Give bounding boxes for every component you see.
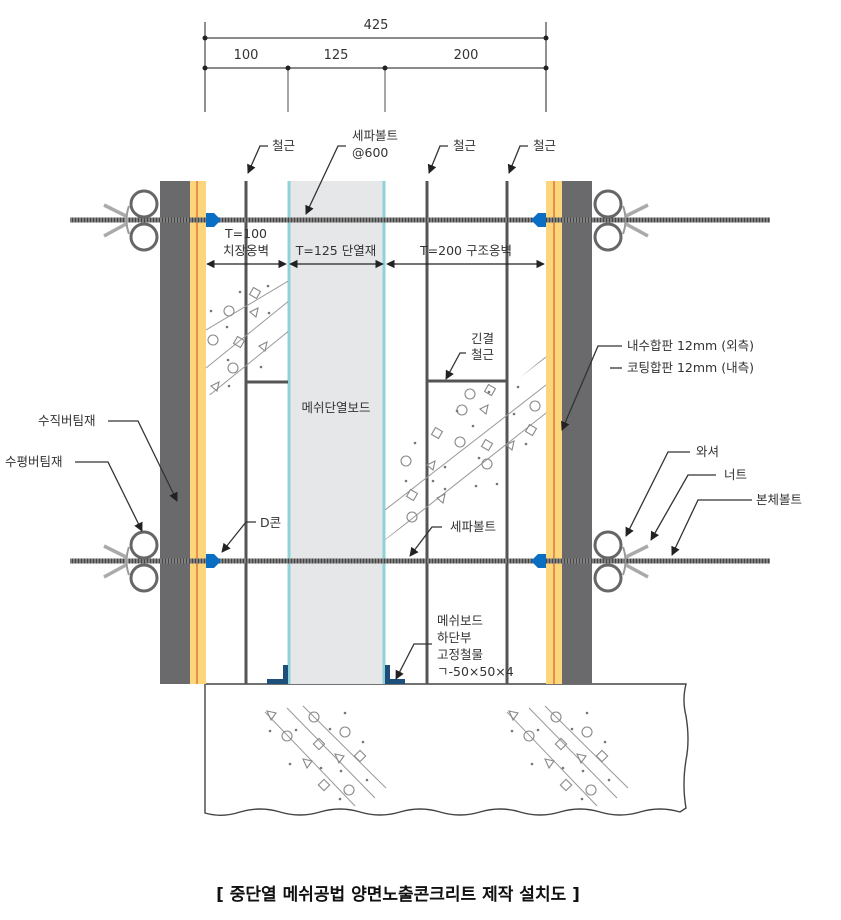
dimension-veneer: 100 xyxy=(234,48,259,63)
d-cone-label: D콘 xyxy=(260,515,281,530)
plywood-outer-label: 내수합판 12mm (외측) xyxy=(627,338,754,353)
vertical-support-right xyxy=(562,181,592,684)
structural-thickness-label: T=200 구조옹벽 xyxy=(419,243,512,258)
washer-label: 와셔 xyxy=(696,444,719,459)
dimension-structural: 200 xyxy=(454,48,479,63)
rebar-label-3: 철근 xyxy=(533,138,556,153)
foundation-slab xyxy=(204,683,689,816)
slab-aggregate-right xyxy=(506,705,629,807)
dimension-lines: 425 100 125 200 xyxy=(202,18,549,112)
vertical-support-left xyxy=(160,181,190,684)
tie-bolt-top xyxy=(70,217,770,223)
pipe-clamp-left-top xyxy=(103,189,159,252)
angle-label-4: ㄱ-50×50×4 xyxy=(437,664,514,679)
pipe-clamp-left-bottom xyxy=(103,530,159,593)
angle-label-3: 고정철물 xyxy=(437,647,483,662)
rebar-label-1: 철근 xyxy=(272,138,295,153)
insulation-thickness-label: T=125 단열재 xyxy=(295,243,376,258)
veneer-thickness-label: T=100 xyxy=(224,226,267,241)
angle-label-1: 메쉬보드 xyxy=(437,613,483,628)
concrete-hatch-structural xyxy=(385,356,546,540)
sepa-bolt-spacing-label: @600 xyxy=(352,145,388,160)
d-cones xyxy=(206,213,546,568)
plywood-inner-label: 코팅합판 12mm (내측) xyxy=(627,360,754,375)
horizontal-support-label: 수평버팀재 xyxy=(5,454,63,469)
callout-leaders xyxy=(75,145,752,680)
tie-rebar-label-1: 긴결 xyxy=(471,331,494,346)
veneer-wall-label: 치장옹벽 xyxy=(223,243,269,258)
tie-rebar-label-2: 철근 xyxy=(471,347,494,362)
sepa-bolt-bottom-label: 세파볼트 xyxy=(450,519,496,534)
concrete-hatch-veneer xyxy=(206,280,288,395)
dimension-insulation: 125 xyxy=(324,48,349,63)
vertical-support-label: 수직버팀재 xyxy=(38,413,96,428)
pipe-clamp-right-top xyxy=(593,189,649,252)
sepa-bolt-top-label: 세파볼트 xyxy=(352,128,398,143)
angle-label-2: 하단부 xyxy=(437,630,472,645)
nut-label: 너트 xyxy=(724,467,747,482)
right-formwork xyxy=(546,181,592,684)
main-bolt-label: 본체볼트 xyxy=(756,492,802,507)
tie-bolt-bottom xyxy=(70,558,770,564)
pipe-clamp-right-bottom xyxy=(593,530,649,593)
dimension-total: 425 xyxy=(364,18,389,33)
diagram-caption: [ 중단열 메쉬공법 양면노출콘크리트 제작 설치도 ] xyxy=(216,885,580,905)
rebar-label-2: 철근 xyxy=(453,138,476,153)
slab-aggregate-left xyxy=(264,705,387,807)
left-formwork xyxy=(160,181,206,684)
angle-iron-left xyxy=(267,665,288,684)
board-label: 메쉬단열보드 xyxy=(301,400,370,415)
plywood-left xyxy=(190,181,206,684)
